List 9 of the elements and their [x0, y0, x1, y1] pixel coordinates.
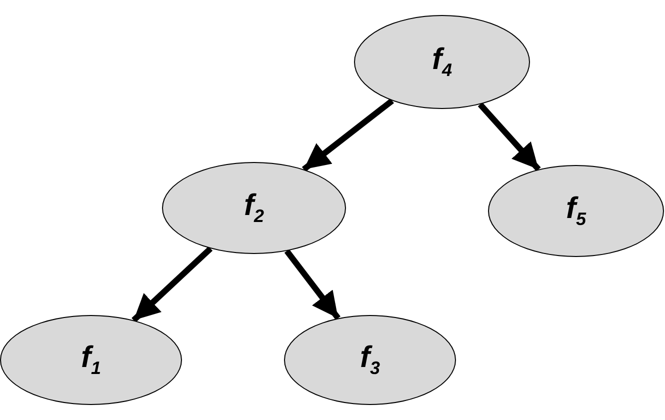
arrow: [284, 249, 340, 320]
node-label: f$_{3}$: [360, 343, 380, 377]
arrow: [132, 246, 213, 322]
node-label: f$_{2}$: [244, 191, 264, 225]
arrow: [478, 102, 541, 172]
node-label: f$_{5}$: [566, 194, 586, 228]
node-label: f$_{4}$: [432, 45, 452, 79]
arrow: [302, 98, 394, 172]
node-label: f$_{1}$: [80, 343, 101, 377]
